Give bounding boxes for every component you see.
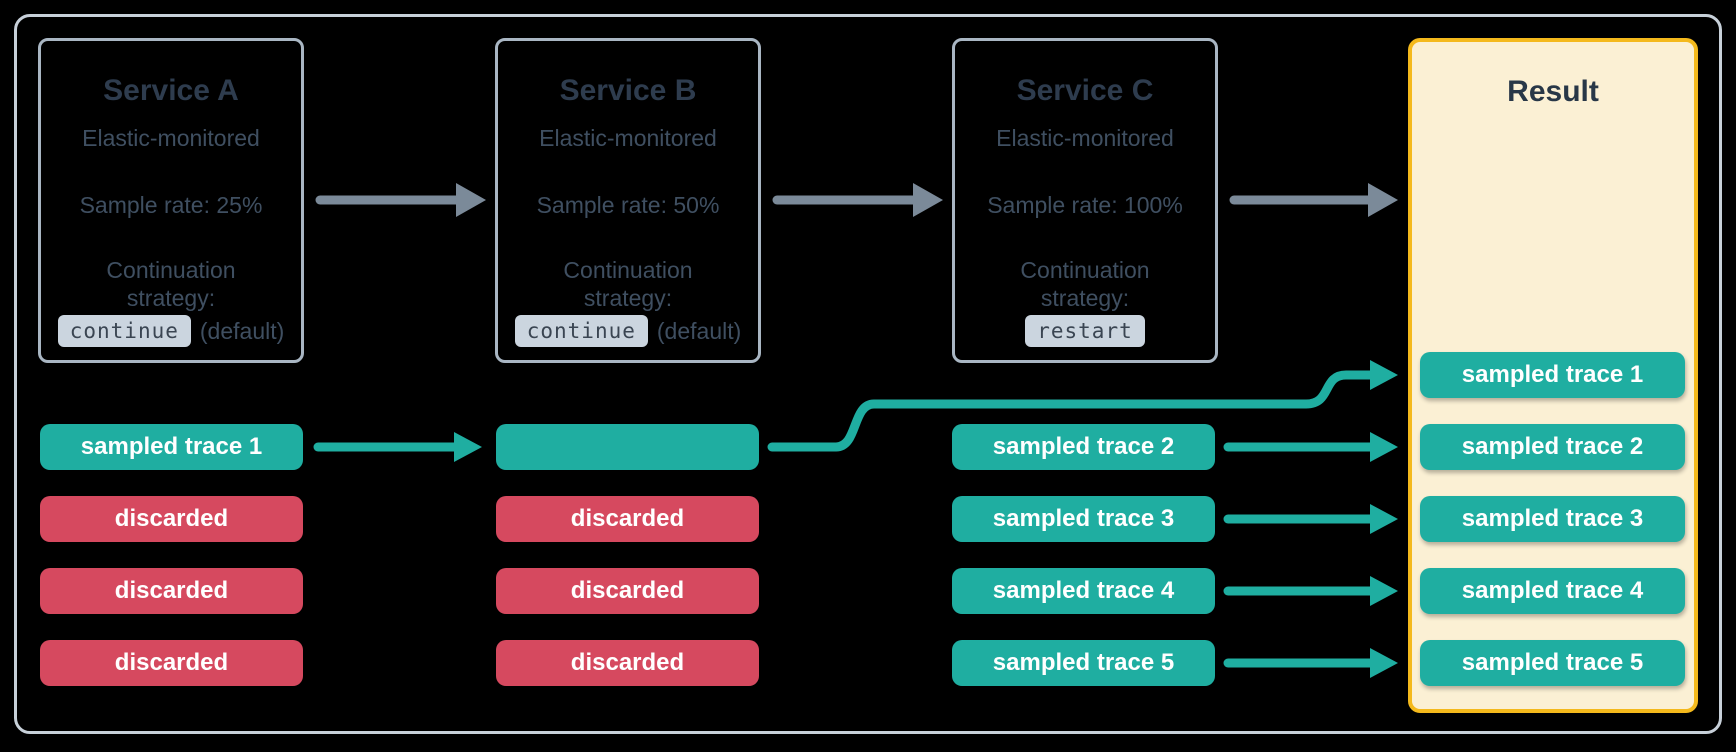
service-c-box: Service C Elastic-monitored Sample rate:…	[952, 38, 1218, 363]
service-c-trace-pill-3: sampled trace 4	[952, 568, 1215, 614]
service-a-trace-pill-3: discarded	[40, 568, 303, 614]
service-c-strategy-code-chip: restart	[1025, 315, 1145, 347]
service-a-strategy-default-suffix: (default)	[199, 317, 285, 344]
service-c-strategy-row: restart	[955, 313, 1215, 349]
result-trace-pill-1: sampled trace 1	[1420, 352, 1685, 398]
service-a-strategy-code-chip: continue	[57, 315, 191, 347]
service-c-continuation-label: Continuation	[1020, 257, 1150, 283]
result-trace-pill-2: sampled trace 2	[1420, 424, 1685, 470]
service-b-box: Service B Elastic-monitored Sample rate:…	[495, 38, 761, 363]
service-b-strategy-code-chip: continue	[514, 315, 648, 347]
service-c-monitored-label: Elastic-monitored	[996, 125, 1174, 151]
service-a-box: Service A Elastic-monitored Sample rate:…	[38, 38, 304, 363]
service-a-sample-rate: Sample rate: 25%	[79, 192, 263, 218]
service-a-trace-pill-1: sampled trace 1	[40, 424, 303, 470]
service-a-trace-pill-4: discarded	[40, 640, 303, 686]
service-a-strategy-row: continue (default)	[41, 313, 301, 349]
result-trace-pill-5: sampled trace 5	[1420, 640, 1685, 686]
service-b-trace-pill-2: discarded	[496, 496, 759, 542]
service-a-continuation-label: Continuation	[106, 257, 236, 283]
service-b-trace-pill-4: discarded	[496, 640, 759, 686]
service-b-sample-rate: Sample rate: 50%	[536, 192, 720, 218]
result-trace-pill-3: sampled trace 3	[1420, 496, 1685, 542]
service-a-trace-pill-2: discarded	[40, 496, 303, 542]
service-b-trace-pill-3: discarded	[496, 568, 759, 614]
service-c-trace-pill-4: sampled trace 5	[952, 640, 1215, 686]
service-b-strategy-row: continue (default)	[498, 313, 758, 349]
result-panel-title: Result	[1507, 75, 1599, 108]
result-trace-pill-4: sampled trace 4	[1420, 568, 1685, 614]
service-b-title: Service B	[559, 74, 697, 107]
service-c-trace-pill-1: sampled trace 2	[952, 424, 1215, 470]
service-a-title: Service A	[103, 74, 239, 107]
diagram-outer-frame	[14, 14, 1722, 734]
service-b-strategy-label: strategy:	[583, 285, 673, 311]
service-c-strategy-label: strategy:	[1040, 285, 1130, 311]
service-a-strategy-label: strategy:	[126, 285, 216, 311]
service-c-title: Service C	[1016, 74, 1154, 107]
service-b-continuation-label: Continuation	[563, 257, 693, 283]
service-c-trace-pill-2: sampled trace 3	[952, 496, 1215, 542]
service-b-monitored-label: Elastic-monitored	[539, 125, 717, 151]
service-b-strategy-default-suffix: (default)	[656, 317, 742, 344]
service-c-sample-rate: Sample rate: 100%	[987, 192, 1183, 218]
service-a-monitored-label: Elastic-monitored	[82, 125, 260, 151]
service-b-trace-pill-1	[496, 424, 759, 470]
